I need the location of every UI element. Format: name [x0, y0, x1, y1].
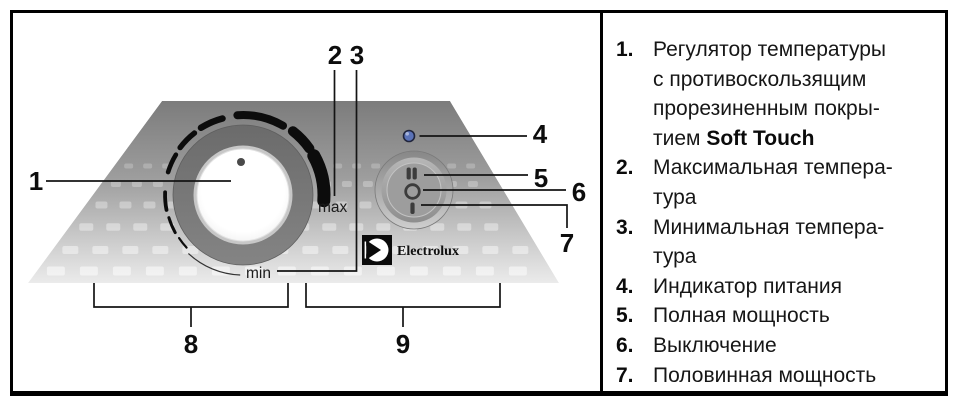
legend-item-text: Половинная мощность	[653, 363, 877, 387]
knob-indicator-dot	[237, 158, 245, 166]
legend-item-text: Максимальная темпера- тура	[653, 156, 893, 209]
legend-item-3: 3. Минимальная темпера- тура	[616, 213, 941, 272]
callout-7: 7	[560, 228, 574, 258]
soft-touch-label: Soft Touch	[706, 126, 815, 150]
callout-8: 8	[184, 329, 198, 359]
temperature-knob	[172, 124, 314, 266]
legend-item-1: 1. Регулятор температуры с противоскольз…	[616, 35, 941, 153]
electrolux-wordmark: Electrolux	[397, 244, 459, 259]
legend-item-text: Минимальная темпера- тура	[653, 215, 885, 269]
max-label: max	[318, 199, 348, 216]
min-label: min	[246, 265, 271, 282]
knob-dash-scale	[163, 111, 331, 276]
electrolux-logo: Electrolux	[362, 235, 459, 265]
knob-face	[196, 148, 290, 242]
electrolux-logo-mark	[362, 235, 392, 265]
full-power-symbol	[412, 167, 417, 180]
legend-item-number: 5.	[616, 304, 634, 328]
panel-legend-divider	[600, 10, 603, 396]
callout-9: 9	[396, 329, 410, 359]
callout-3: 3	[350, 40, 364, 70]
callout-bracket-8	[93, 283, 289, 308]
callout-1: 1	[29, 166, 43, 196]
callout-bracket-9	[305, 283, 501, 308]
legend-item-number: 4.	[616, 274, 634, 298]
legend-item-5: 5. Полная мощность	[616, 301, 941, 331]
callout-line-3	[277, 70, 358, 272]
legend-item-text: Индикатор питания	[653, 274, 842, 298]
legend-item-4: 4. Индикатор питания	[616, 272, 941, 302]
half-power-symbol	[410, 202, 415, 214]
switch-symbols	[404, 167, 421, 214]
callout-4: 4	[533, 119, 548, 149]
legend: 1. Регулятор температуры с противоскольз…	[603, 13, 945, 391]
control-panel-diagram: max min Elec	[28, 40, 586, 359]
legend-item-number: 7.	[616, 363, 634, 387]
legend-item-text: Регулятор температуры с противоскользящи…	[653, 38, 886, 150]
power-indicator-led	[402, 129, 416, 143]
callout-2: 2	[328, 40, 342, 70]
legend-item-number: 1.	[616, 38, 634, 61]
legend-item-number: 3.	[616, 215, 634, 239]
legend-item-2: 2. Максимальная темпера- тура	[616, 153, 941, 212]
legend-item-7: 7. Половинная мощность	[616, 361, 941, 391]
legend-item-6: 6. Выключение	[616, 331, 941, 361]
callout-6: 6	[572, 177, 586, 207]
legend-item-text: Выключение	[653, 333, 777, 357]
power-switch	[374, 150, 454, 230]
legend-item-text: Полная мощность	[653, 304, 830, 328]
legend-item-number: 6.	[616, 333, 634, 357]
callout-line-7	[421, 204, 568, 228]
off-symbol	[404, 183, 421, 200]
legend-item-number: 2.	[616, 156, 634, 180]
full-power-symbol	[406, 167, 411, 180]
callout-5: 5	[534, 163, 548, 193]
